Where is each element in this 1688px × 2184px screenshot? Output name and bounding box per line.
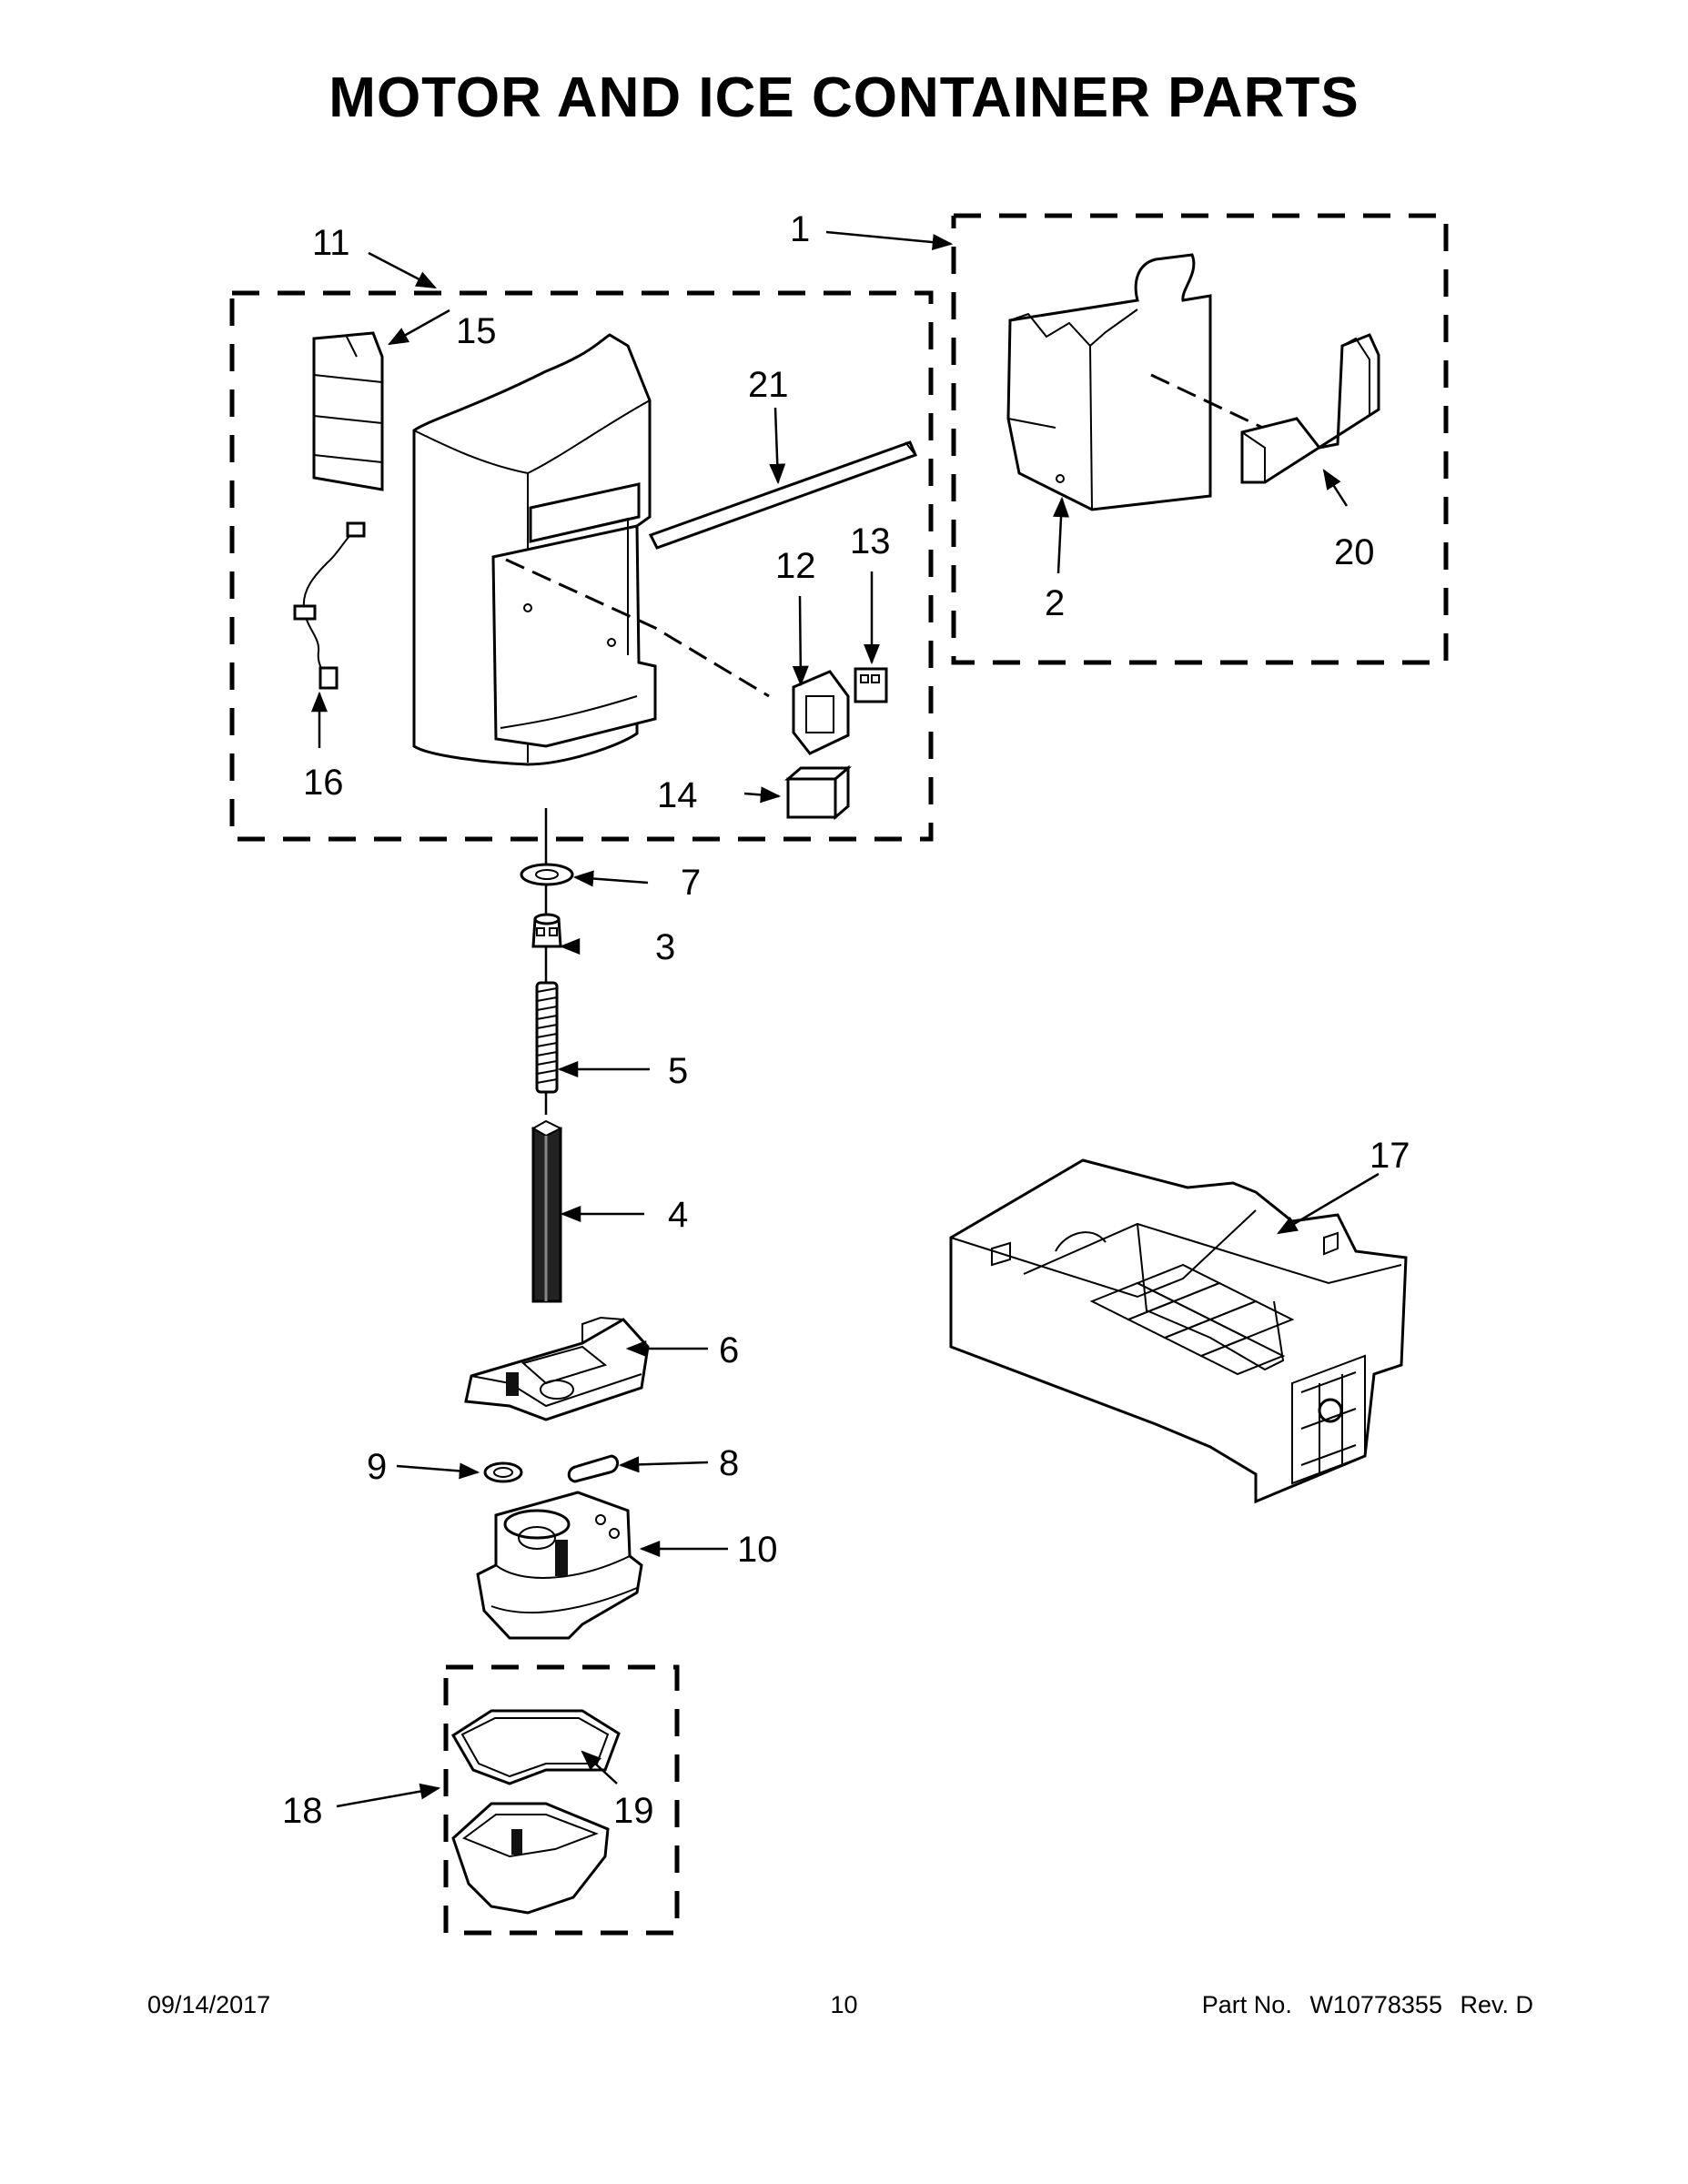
footer-date: 09/14/2017 bbox=[147, 1991, 271, 2018]
callout-8: 8 bbox=[719, 1443, 739, 1483]
callout-5: 5 bbox=[668, 1051, 688, 1091]
assembly-guide-12 bbox=[505, 558, 770, 698]
part-21-rod bbox=[648, 440, 918, 550]
ice-mold-cavities bbox=[1089, 1263, 1295, 1376]
part-14-relay bbox=[783, 764, 853, 821]
part-19-gasket bbox=[450, 1709, 621, 1785]
part-11-housing bbox=[412, 333, 657, 766]
footer-part-info: Part No. W10778355 Rev. D bbox=[1202, 1991, 1533, 2019]
part-10-motor bbox=[476, 1491, 643, 1640]
callout-12: 12 bbox=[775, 546, 816, 586]
part-7-washer bbox=[520, 863, 574, 886]
group-1-box bbox=[951, 213, 1449, 665]
footer-part-number: W10778355 bbox=[1309, 1991, 1442, 2018]
footer-page-number: 10 bbox=[830, 1991, 858, 2018]
callout-16: 16 bbox=[303, 763, 344, 803]
part-18-base-housing bbox=[451, 1802, 610, 1915]
part-20-cover bbox=[1240, 333, 1380, 484]
callout-9: 9 bbox=[367, 1447, 387, 1487]
callout-6: 6 bbox=[719, 1330, 739, 1370]
callout-14: 14 bbox=[657, 775, 698, 815]
callout-17: 17 bbox=[1370, 1136, 1410, 1176]
callout-19: 19 bbox=[613, 1791, 654, 1831]
footer-revision: Rev. D bbox=[1460, 1991, 1533, 2018]
callout-4: 4 bbox=[668, 1195, 688, 1235]
part-16-wire-harness bbox=[293, 521, 366, 690]
part-2-ice-bucket bbox=[1006, 253, 1212, 511]
page-title: MOTOR AND ICE CONTAINER PARTS bbox=[329, 66, 1359, 129]
footer-part-label: Part No. bbox=[1201, 1991, 1292, 2018]
callout-18: 18 bbox=[282, 1791, 323, 1831]
callout-13: 13 bbox=[850, 521, 891, 561]
callout-1: 1 bbox=[790, 209, 810, 249]
callout-2: 2 bbox=[1045, 583, 1065, 623]
part-5-spring bbox=[535, 981, 559, 1094]
part-4-shaft bbox=[531, 1119, 563, 1303]
part-15-panel bbox=[312, 331, 384, 491]
leader-lines bbox=[311, 230, 1380, 1808]
callout-7: 7 bbox=[681, 863, 701, 903]
callout-20: 20 bbox=[1334, 532, 1375, 572]
callout-10: 10 bbox=[737, 1530, 778, 1570]
part-6-mounting-plate bbox=[464, 1316, 650, 1421]
callout-15: 15 bbox=[456, 311, 497, 351]
part-9-gasket bbox=[483, 1461, 523, 1483]
part-17-ice-maker bbox=[949, 1158, 1408, 1504]
group-11-box bbox=[229, 290, 934, 842]
group-18-box bbox=[443, 1664, 680, 1936]
part-12-bracket bbox=[792, 670, 850, 755]
part-3-coupler bbox=[531, 913, 562, 948]
callout-11: 11 bbox=[312, 223, 350, 263]
part-13-switch bbox=[854, 667, 888, 703]
callout-21: 21 bbox=[748, 365, 789, 405]
part-8-pad bbox=[567, 1454, 619, 1483]
callout-3: 3 bbox=[655, 927, 675, 967]
